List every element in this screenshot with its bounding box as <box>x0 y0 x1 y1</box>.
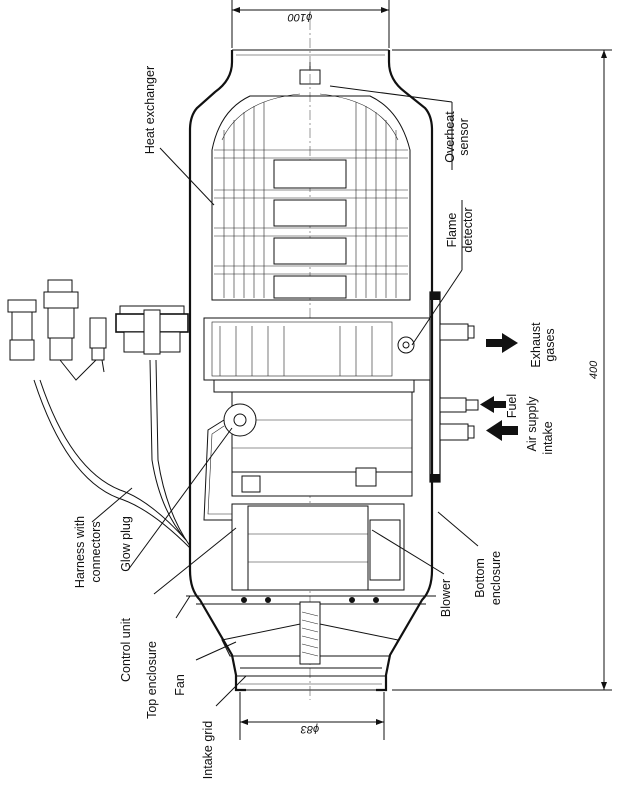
dimension-top <box>231 0 390 48</box>
length-label: 400 <box>588 360 600 379</box>
dimension-bottom <box>239 692 385 740</box>
label-intake-grid: Intake grid <box>201 721 215 779</box>
label-top-enclosure: Top enclosure <box>145 641 159 719</box>
label-exhaust-gases-2: gases <box>543 328 557 361</box>
label-exhaust-gases-1: Exhaust <box>529 322 543 368</box>
label-bottom-enclosure-2: enclosure <box>489 551 503 605</box>
label-overheat-sensor-1: Overheat <box>443 111 457 163</box>
outer-enclosure <box>186 49 441 692</box>
inlet-diameter-label: ϕ83 <box>300 723 319 735</box>
label-fuel: Fuel <box>505 394 519 418</box>
label-flame-detector-2: detector <box>461 207 475 252</box>
dimension-length <box>392 49 612 691</box>
label-fan: Fan <box>173 674 187 696</box>
label-control-unit: Control unit <box>119 618 133 682</box>
label-bottom-enclosure-1: Bottom <box>473 558 487 598</box>
exhaust-arrow <box>486 333 518 353</box>
label-air-supply-intake-1: Air supply <box>525 396 539 452</box>
wiring-harness <box>7 279 191 549</box>
heat-exchanger <box>211 93 411 301</box>
fuel-arrow <box>480 396 506 413</box>
label-overheat-sensor-2: sensor <box>457 118 471 156</box>
side-ports <box>439 323 479 441</box>
outlet-diameter-label: ϕ100 <box>287 11 312 23</box>
label-glow-plug: Glow plug <box>119 516 133 572</box>
burner-section <box>203 317 431 497</box>
label-air-supply-intake-2: intake <box>541 421 555 454</box>
label-harness-1: Harness with <box>73 516 87 588</box>
leader-lines <box>91 85 479 707</box>
label-blower: Blower <box>439 579 453 617</box>
label-heat-exchanger: Heat exchanger <box>143 66 157 154</box>
label-flame-detector-1: Flame <box>445 213 459 248</box>
blower-assembly <box>196 503 426 605</box>
air-intake-arrow <box>486 420 518 441</box>
label-harness-2: connectors <box>89 521 103 582</box>
fan <box>221 601 399 677</box>
